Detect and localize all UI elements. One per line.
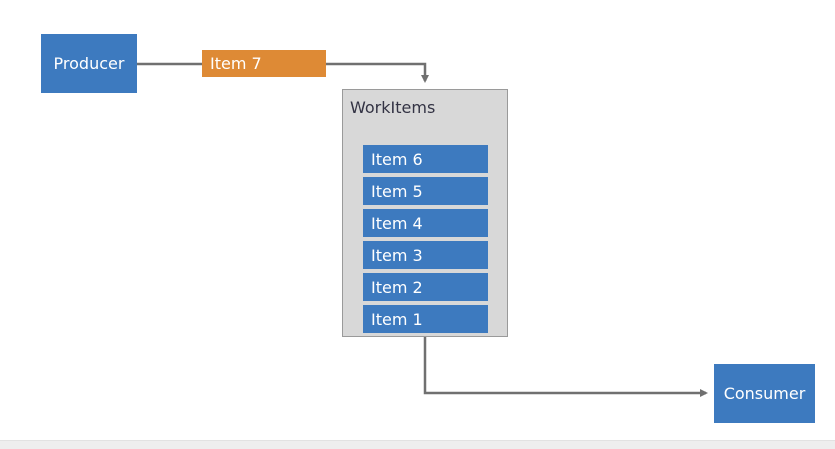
item-to-queue-connector (326, 62, 429, 83)
queue-title: WorkItems (350, 98, 436, 117)
incoming-item-node: Item 7 (202, 50, 326, 77)
bottom-edge-strip (0, 440, 835, 449)
workitems-queue: WorkItems Item 6 Item 5 Item 4 Item 3 It… (342, 89, 508, 337)
queue-item: Item 5 (363, 177, 488, 205)
producer-node: Producer (41, 34, 137, 93)
producer-label: Producer (53, 53, 125, 73)
queue-item-label: Item 1 (371, 309, 423, 329)
queue-item-label: Item 4 (371, 213, 423, 233)
queue-item: Item 2 (363, 273, 488, 301)
incoming-item-label: Item 7 (210, 53, 262, 73)
queue-item-label: Item 2 (371, 277, 423, 297)
queue-item: Item 4 (363, 209, 488, 237)
queue-to-consumer-connector (423, 337, 708, 397)
queue-item-label: Item 6 (371, 149, 423, 169)
queue-item: Item 6 (363, 145, 488, 173)
consumer-node: Consumer (714, 364, 815, 423)
queue-item-label: Item 3 (371, 245, 423, 265)
queue-item: Item 3 (363, 241, 488, 269)
queue-item-label: Item 5 (371, 181, 423, 201)
queue-item: Item 1 (363, 305, 488, 333)
consumer-label: Consumer (723, 383, 806, 403)
